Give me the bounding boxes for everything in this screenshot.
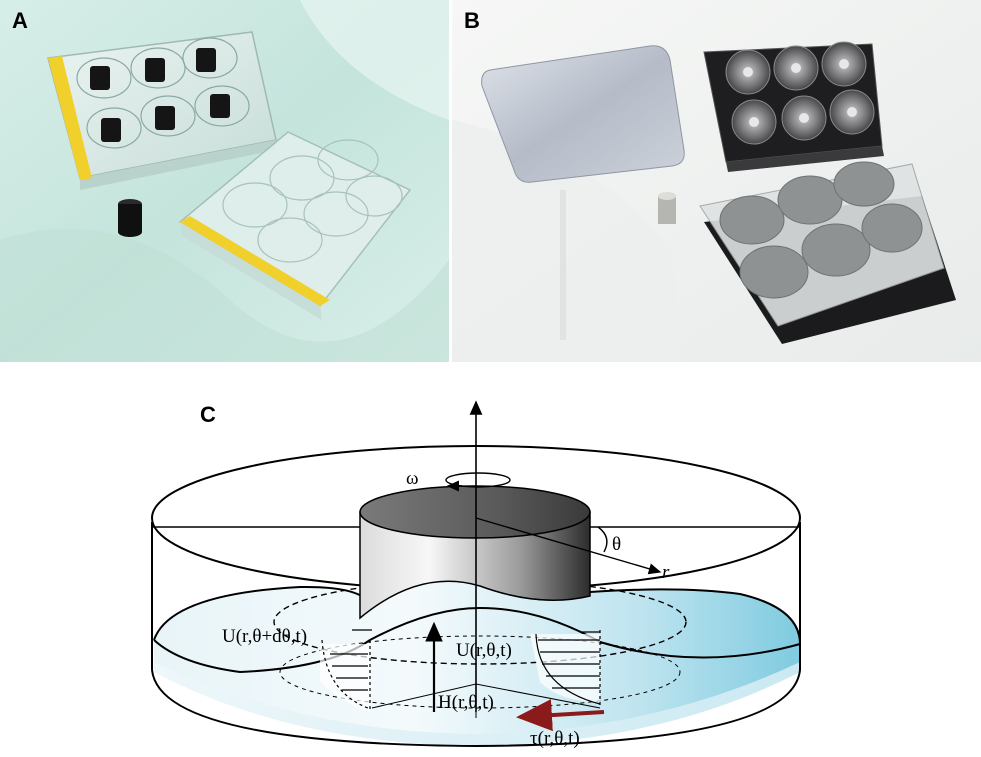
panel-label-a: A bbox=[12, 8, 28, 33]
photo-panel-a: A bbox=[0, 0, 449, 362]
theta-label: θ bbox=[612, 534, 621, 555]
schematic-panel-c: ω θ r U(r,θ+dθ,t) U(r,θ,t) H(r,θ,t) τ(r,… bbox=[0, 372, 981, 757]
omega-label: ω bbox=[406, 468, 419, 489]
shear-stress-tau-label: τ(r,θ,t) bbox=[530, 728, 580, 749]
r-label: r bbox=[662, 562, 670, 583]
panel-label-c: C bbox=[200, 402, 216, 427]
velocity-u-theta-label: U(r,θ,t) bbox=[456, 640, 512, 661]
photo-b-illustration bbox=[452, 0, 981, 362]
panel-label-b: B bbox=[464, 8, 480, 33]
height-h-label: H(r,θ,t) bbox=[438, 692, 494, 713]
photo-a-illustration bbox=[0, 0, 449, 362]
photo-panel-b: B bbox=[452, 0, 981, 362]
schematic-diagram: ω θ r U(r,θ+dθ,t) U(r,θ,t) H(r,θ,t) τ(r,… bbox=[151, 400, 801, 749]
velocity-u-theta-dtheta-label: U(r,θ+dθ,t) bbox=[222, 626, 307, 647]
